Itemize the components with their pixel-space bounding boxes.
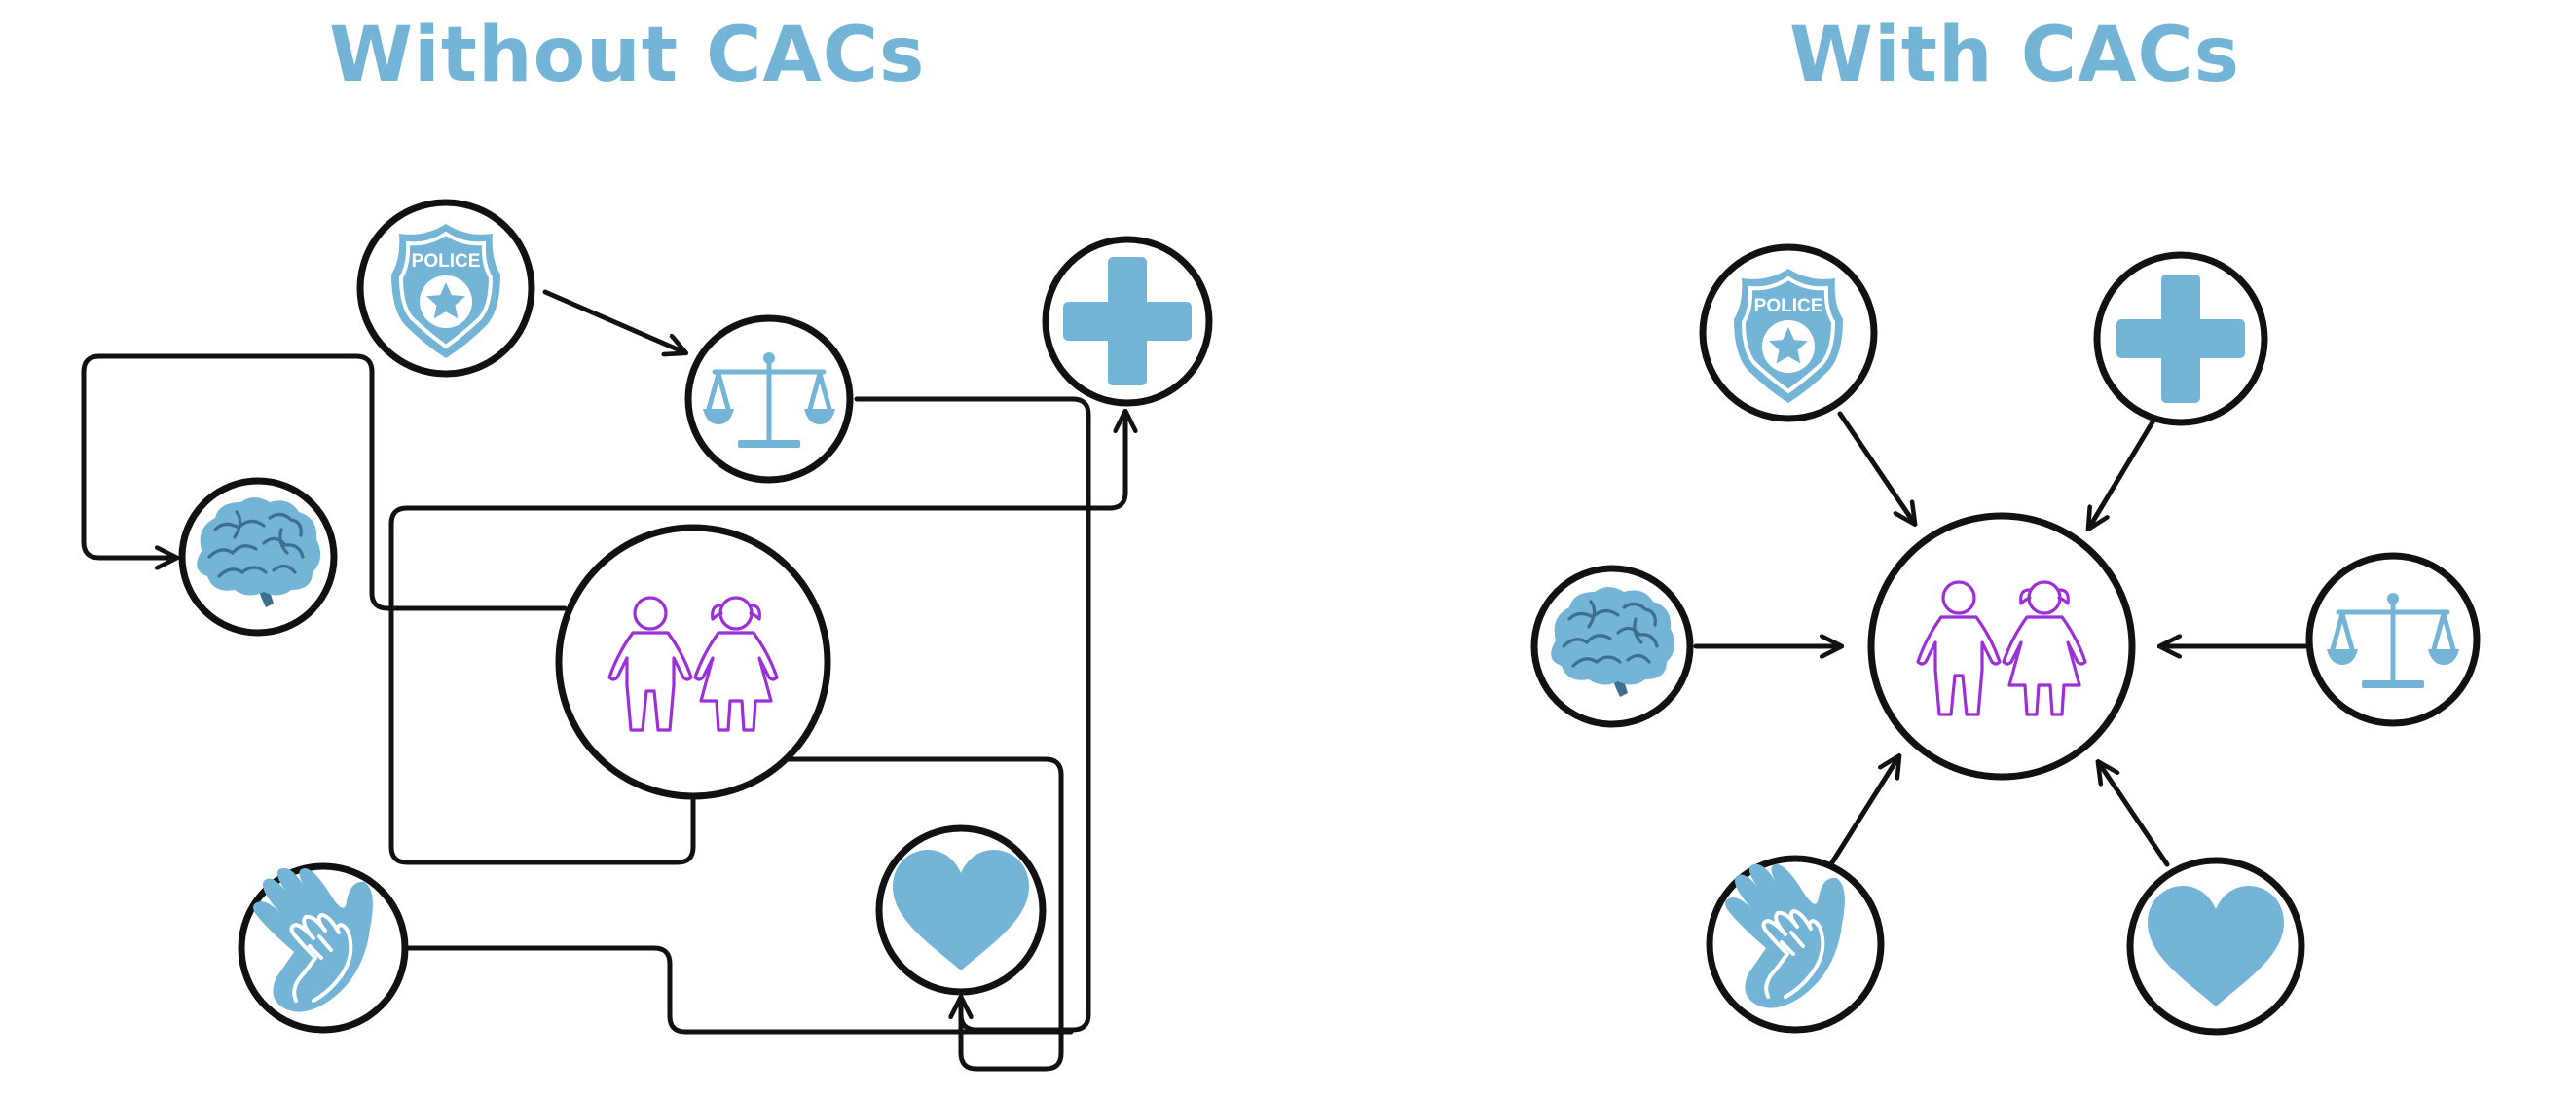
node-heart [875,824,1047,996]
node-brain [1530,565,1694,728]
node-police [356,199,535,378]
connector-hands-to-center [1829,757,1898,865]
node-scales [2305,552,2481,727]
connector-medical-to-center [2089,418,2156,528]
node-medical [1042,236,1213,407]
node-scales [684,314,854,484]
connector-police-to-scales [542,289,684,352]
node-children [555,524,831,800]
connector-children-to-medical [388,413,1125,865]
node-hands [238,862,409,1034]
connections-tangled [81,289,1125,1072]
node-police [1699,243,1878,422]
node-brain [178,477,338,637]
connector-police-to-center [1837,411,1914,523]
connector-scales-to-heart [854,396,1091,1033]
connector-children-to-brain [81,353,568,611]
node-heart [2126,857,2305,1036]
connections-hub [1693,411,2308,867]
node-children-center [1867,512,2136,781]
connector-children-to-heart [784,756,1064,1072]
panel-without-cacs [81,199,1213,1072]
connector-heart-to-center [2099,763,2170,867]
node-hands [1706,855,1885,1034]
title-with-cacs: With CACs [1789,12,2241,99]
title-without-cacs: Without CACs [329,12,926,99]
node-medical [2093,251,2268,426]
connector-hands-to-route [404,945,1074,1035]
panel-with-cacs [1530,243,2481,1036]
